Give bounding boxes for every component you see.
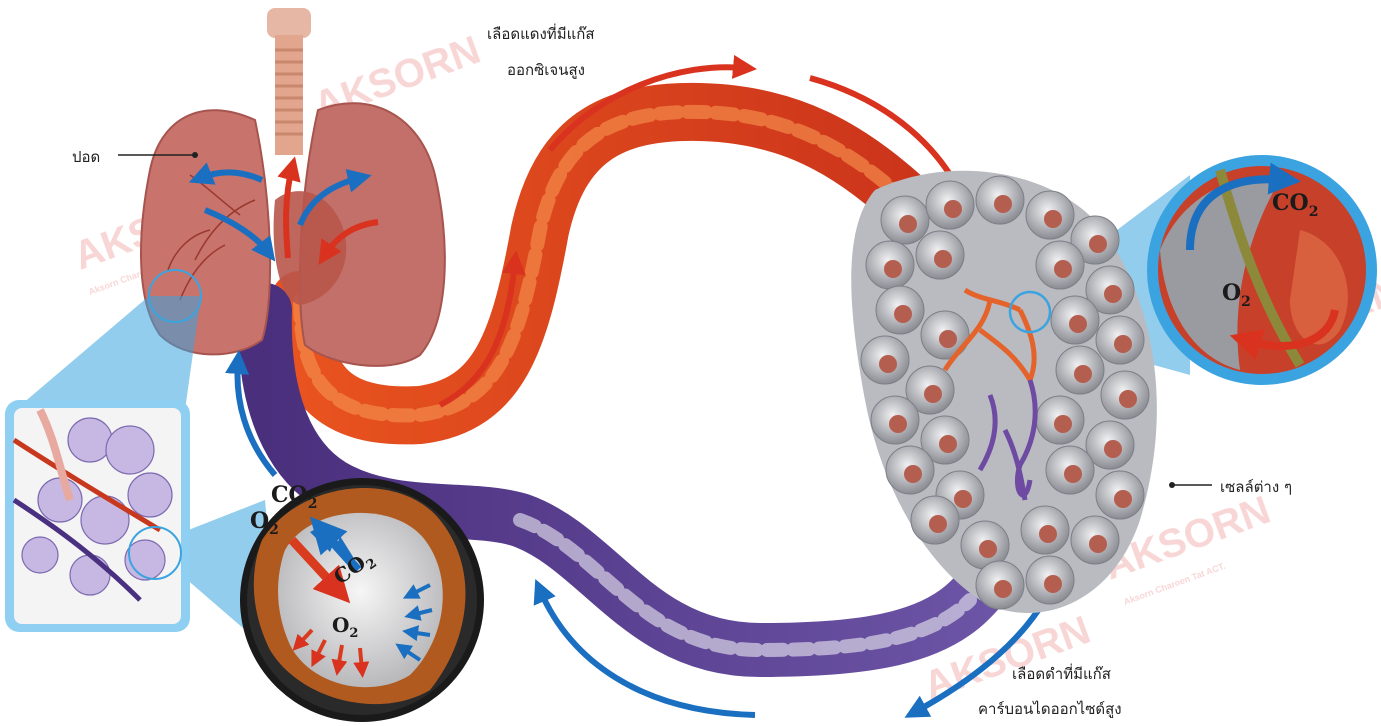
cell-nucleus <box>994 580 1012 598</box>
cell-nucleus <box>1044 210 1062 228</box>
oxygenated-blood-label-line1: เลือดแดงที่มีแก๊ส <box>487 22 594 46</box>
cell-nucleus <box>1114 335 1132 353</box>
cell-nucleus <box>1119 390 1137 408</box>
cell-nucleus <box>929 515 947 533</box>
o2-label: O2 <box>250 508 279 538</box>
trachea <box>267 8 311 155</box>
cell-nucleus <box>1089 235 1107 253</box>
cell-nucleus <box>1114 490 1132 508</box>
cell-nucleus <box>1064 465 1082 483</box>
cell-nucleus <box>879 355 897 373</box>
cell-nucleus <box>899 215 917 233</box>
cell-nucleus <box>1039 525 1057 543</box>
cell-nucleus <box>1054 415 1072 433</box>
lung-leader-dot <box>192 152 198 158</box>
cell-nucleus <box>894 305 912 323</box>
cell-nucleus <box>1069 315 1087 333</box>
alveoli-inset <box>5 400 190 632</box>
cell-nucleus <box>904 465 922 483</box>
tissue-cells <box>851 171 1157 613</box>
cells-label: เซลล์ต่าง ๆ <box>1220 475 1292 499</box>
cell-nucleus <box>1104 285 1122 303</box>
cells-leader-dot <box>1169 482 1175 488</box>
lung-label: ปอด <box>72 145 100 169</box>
alveolus-closeup: CO2 O2 <box>240 478 484 722</box>
lung-zoom-beam <box>15 296 201 410</box>
cell-nucleus <box>1054 260 1072 278</box>
cell-nucleus <box>939 435 957 453</box>
deoxygenated-blood-label-line2: คาร์บอนไดออกไซด์สูง <box>978 697 1122 721</box>
cell-nucleus <box>994 195 1012 213</box>
cell-nucleus <box>1044 575 1062 593</box>
cell-nucleus <box>889 415 907 433</box>
cell-nucleus <box>1089 535 1107 553</box>
cell-nucleus <box>979 540 997 558</box>
cell-nucleus <box>954 490 972 508</box>
cell-nucleus <box>924 385 942 403</box>
cell-nucleus <box>884 260 902 278</box>
cell-closeup: CO2 O2 <box>1147 155 1377 385</box>
cell-nucleus <box>939 330 957 348</box>
cell-nucleus <box>944 200 962 218</box>
deoxygenated-blood-label-line1: เลือดดำที่มีแก๊ส <box>1012 662 1111 686</box>
cell-nucleus <box>934 250 952 268</box>
cell-nucleus <box>1074 365 1092 383</box>
cell-nucleus <box>1104 440 1122 458</box>
oxygenated-blood-label-line2: ออกซิเจนสูง <box>507 58 585 82</box>
